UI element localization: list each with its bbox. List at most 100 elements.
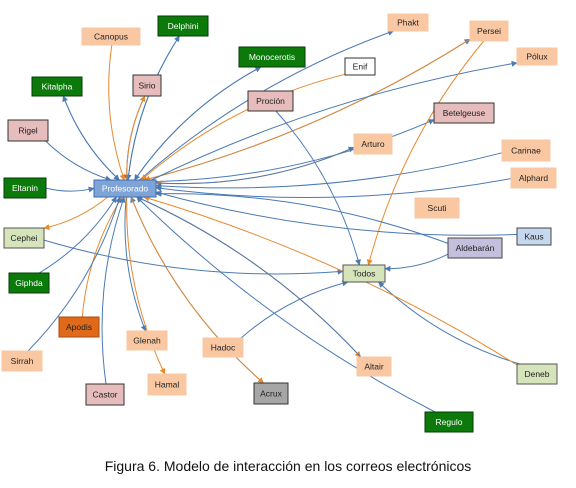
node-altair-label: Altair	[364, 362, 384, 372]
node-kitalpha-label: Kitalpha	[42, 82, 73, 92]
node-cephei-label: Cephei	[11, 233, 38, 243]
node-aldebaran-box	[447, 237, 503, 259]
node-rigel-label: Rigel	[18, 126, 37, 136]
node-deneb-label: Deneb	[524, 369, 549, 379]
edge-profesorado-to-hamal	[126, 196, 166, 375]
node-altair: Altair	[356, 356, 392, 377]
edge-profesorado-to-glenah	[124, 196, 147, 332]
node-profesorado: Profesorado	[93, 179, 157, 198]
node-enif-box	[344, 57, 376, 76]
edge-profesorado-to-delphini	[127, 35, 180, 181]
edge-profesorado-to-arturo	[155, 146, 355, 185]
node-alphard: Alphard	[510, 167, 557, 189]
node-phakt-label: Phakt	[397, 18, 419, 28]
node-sirio-label: Sirio	[138, 81, 155, 91]
node-glenah-box	[126, 330, 168, 351]
node-acrux-label: Acrux	[260, 389, 282, 399]
edge-castor-to-profesorado	[101, 196, 126, 385]
node-polux-label: Pólux	[526, 52, 548, 62]
edge-apodis-to-profesorado	[81, 196, 123, 318]
node-kaus: Kaus	[516, 227, 552, 246]
node-todos-box	[342, 264, 386, 283]
node-scuti-box	[414, 197, 460, 219]
node-giphda-label: Giphda	[15, 278, 43, 288]
edge-profesorado-to-cephei	[43, 196, 109, 230]
node-carinae-box	[501, 139, 551, 162]
edge-sirrah-to-profesorado	[27, 196, 122, 352]
edge-profesorado-to-acrux	[130, 196, 264, 384]
node-persei-label: Persei	[477, 26, 501, 36]
node-arturo: Arturo	[353, 133, 393, 155]
edge-profesorado-to-monoceros	[134, 66, 262, 181]
node-betelgeuse-label: Betelgeuse	[443, 108, 486, 118]
node-aldebaran: Aldebarán	[447, 237, 503, 259]
edge-alphard-to-profesorado	[155, 178, 512, 198]
node-apodis-box	[58, 316, 100, 338]
figure-caption: Figura 6. Modelo de interacción en los c…	[104, 458, 472, 474]
node-procion-label: Proción	[256, 96, 285, 106]
node-deneb-box	[516, 363, 558, 385]
node-eltanin: Eltanin	[3, 177, 47, 199]
node-canopus-label: Canopus	[94, 32, 128, 42]
node-regulo-box	[424, 411, 474, 433]
edge-deneb-to-profesorado	[143, 195, 518, 366]
node-glenah: Glenah	[126, 330, 168, 351]
node-cephei-box	[3, 227, 45, 249]
node-scuti-label: Scuti	[428, 203, 447, 213]
node-delphini-box	[157, 15, 209, 37]
edge-rigel-to-profesorado	[45, 140, 112, 182]
node-sirio-box	[132, 74, 162, 97]
node-alphard-label: Alphard	[519, 173, 549, 183]
edge-profesorado-to-polux	[151, 60, 518, 181]
node-glenah-label: Glenah	[133, 336, 161, 346]
edge-procion-to-todos	[275, 110, 361, 266]
node-polux: Pólux	[516, 47, 558, 66]
node-hamal-box	[147, 373, 187, 396]
node-hamal-label: Hamal	[155, 380, 180, 390]
edge-profesorado-to-sirio	[126, 95, 146, 181]
node-apodis-label: Apodis	[66, 322, 92, 332]
edge-aldebaran-to-todos	[384, 253, 449, 272]
node-sirio: Sirio	[132, 74, 162, 97]
node-polux-box	[516, 47, 558, 66]
edge-carinae-to-profesorado	[155, 152, 503, 189]
node-scuti: Scuti	[414, 197, 460, 219]
node-sirrah-box	[1, 350, 43, 372]
edge-deneb-to-todos	[378, 281, 520, 365]
node-todos-label: Todos	[353, 269, 376, 279]
node-carinae-label: Carinae	[511, 146, 541, 156]
node-delphini: Delphini	[157, 15, 209, 37]
node-eltanin-label: Eltanin	[12, 183, 38, 193]
node-regulo-label: Regulo	[436, 417, 463, 427]
node-altair-box	[356, 356, 392, 377]
edge-profesorado-to-persei	[144, 38, 471, 181]
node-acrux: Acrux	[253, 382, 289, 405]
node-castor-box	[85, 383, 125, 406]
node-procion: Proción	[247, 90, 294, 112]
node-giphda-box	[8, 272, 50, 294]
edge-profesorado-to-altair	[136, 196, 362, 358]
node-canopus-box	[81, 27, 141, 46]
node-todos: Todos	[342, 264, 386, 283]
node-hadoc: Hadoc	[202, 337, 244, 358]
edge-regulo-to-profesorado	[136, 196, 436, 413]
node-monoceros: Monocerotis	[238, 46, 306, 68]
edge-hadoc-to-todos	[240, 280, 349, 339]
node-rigel-box	[7, 119, 49, 142]
edge-delphini-to-profesorado	[125, 35, 180, 181]
node-rigel: Rigel	[7, 119, 49, 142]
node-arturo-box	[353, 133, 393, 155]
edge-eltanin-to-profesorado	[45, 186, 95, 193]
edges-layer	[27, 29, 520, 413]
edge-cephei-to-todos	[43, 239, 344, 275]
node-deneb: Deneb	[516, 363, 558, 385]
edge-kitalpha-to-profesorado	[62, 95, 120, 181]
node-arturo-label: Arturo	[361, 139, 384, 149]
node-carinae: Carinae	[501, 139, 551, 162]
edge-enif-to-profesorado	[140, 73, 346, 181]
edge-aldebaran-to-profesorado	[155, 190, 449, 244]
node-kaus-box	[516, 227, 552, 246]
edge-canopus-to-profesorado	[108, 44, 126, 181]
